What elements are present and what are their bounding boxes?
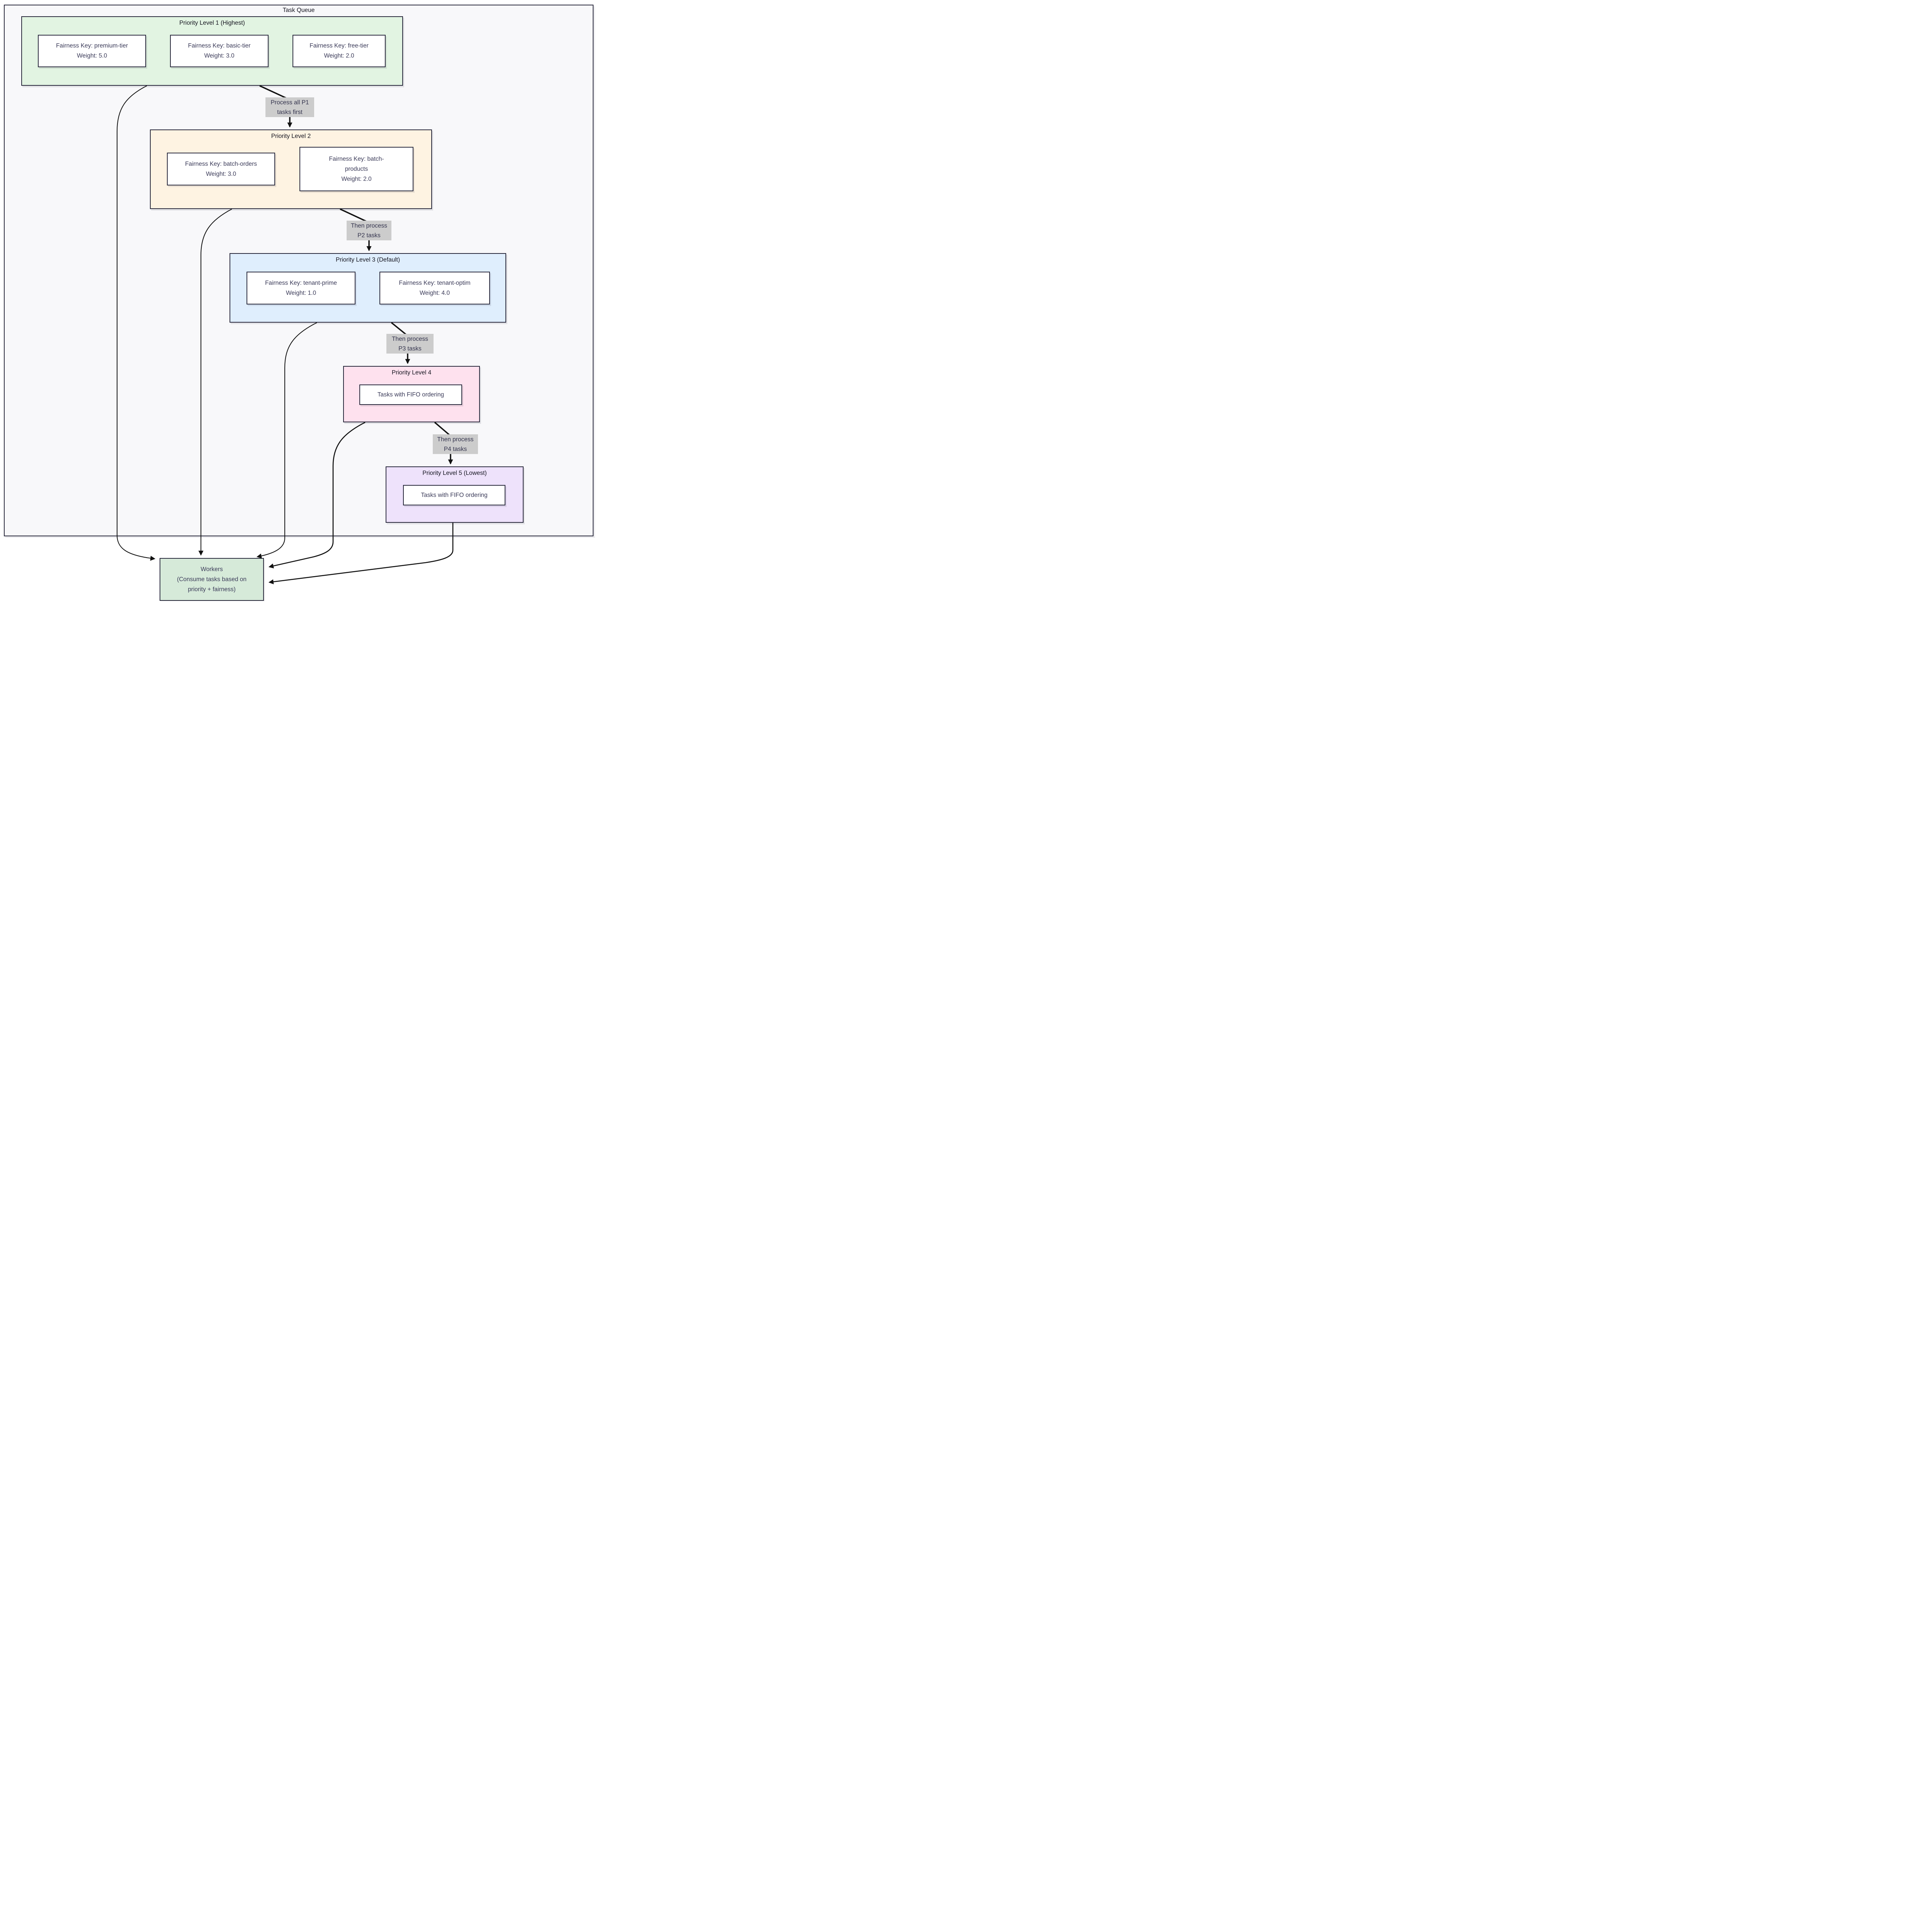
node-text-line: products [345, 165, 368, 172]
workers-node: Workers (Consume tasks based on priority… [160, 558, 264, 601]
fairness-node-basic-tier: Fairness Key: basic-tier Weight: 3.0 [170, 35, 269, 67]
node-text-line: priority + fairness) [188, 586, 236, 593]
node-text-line: Weight: 3.0 [204, 53, 235, 59]
fifo-node-level-4: Tasks with FIFO ordering [359, 384, 462, 405]
fairness-node-free-tier: Fairness Key: free-tier Weight: 2.0 [293, 35, 386, 67]
node-text-line: Weight: 2.0 [324, 53, 354, 59]
node-text-line: Tasks with FIFO ordering [421, 492, 488, 498]
edge-label-line: P3 tasks [398, 345, 422, 352]
edge-label-p4-p5: Then process P4 tasks [433, 434, 478, 454]
fifo-node-level-5: Tasks with FIFO ordering [403, 485, 505, 505]
node-text-line: Fairness Key: batch-orders [185, 160, 257, 167]
edge-label-line: Process all P1 [270, 99, 309, 106]
node-text-line: (Consume tasks based on [177, 576, 247, 583]
node-text-line: Weight: 4.0 [419, 289, 450, 296]
nodes-layer: Priority Level 1 (Highest) Fairness Key:… [0, 0, 596, 601]
node-text-line: Tasks with FIFO ordering [377, 391, 444, 398]
diagram-canvas: Task Queue Priority Level 1 (Highest) Fa… [0, 0, 596, 601]
priority-level-1-title: Priority Level 1 (Highest) [179, 20, 245, 26]
task-queue-title: Task Queue [282, 7, 315, 14]
edge-label-line: P4 tasks [444, 446, 467, 452]
edge-label-line: tasks first [277, 109, 303, 116]
node-text-line: Fairness Key: batch- [329, 155, 384, 162]
node-text-line: Workers [201, 566, 223, 573]
node-text-line: Fairness Key: basic-tier [188, 43, 251, 49]
fairness-node-tenant-prime: Fairness Key: tenant-prime Weight: 1.0 [247, 272, 355, 304]
fairness-node-batch-products: Fairness Key: batch- products Weight: 2.… [299, 147, 413, 191]
edge-label-p2-p3: Then process P2 tasks [347, 221, 391, 240]
node-text-line: Fairness Key: premium-tier [56, 43, 128, 49]
fairness-node-tenant-optim: Fairness Key: tenant-optim Weight: 4.0 [379, 272, 490, 304]
node-text-line: Fairness Key: free-tier [310, 43, 369, 49]
edge-label-p3-p4: Then process P3 tasks [386, 334, 434, 354]
priority-level-4-title: Priority Level 4 [391, 369, 432, 376]
node-text-line: Fairness Key: tenant-optim [399, 279, 471, 286]
edge-label-line: Then process [437, 436, 474, 443]
node-text-line: Weight: 2.0 [341, 175, 372, 182]
fairness-node-batch-orders: Fairness Key: batch-orders Weight: 3.0 [167, 153, 275, 185]
priority-level-5-title: Priority Level 5 (Lowest) [422, 470, 487, 476]
edge-label-line: P2 tasks [357, 232, 381, 239]
node-text-line: Fairness Key: tenant-prime [265, 279, 337, 286]
node-text-line: Weight: 3.0 [206, 170, 236, 177]
edge-label-p1-p2: Process all P1 tasks first [265, 97, 314, 117]
fairness-node-premium-tier: Fairness Key: premium-tier Weight: 5.0 [38, 35, 146, 67]
node-text-line: Weight: 1.0 [286, 289, 316, 296]
priority-level-2-title: Priority Level 2 [271, 133, 311, 139]
node-text-line: Weight: 5.0 [77, 53, 107, 59]
edge-label-line: Then process [392, 335, 428, 342]
priority-level-3-title: Priority Level 3 (Default) [335, 257, 400, 263]
edge-label-line: Then process [351, 222, 387, 229]
